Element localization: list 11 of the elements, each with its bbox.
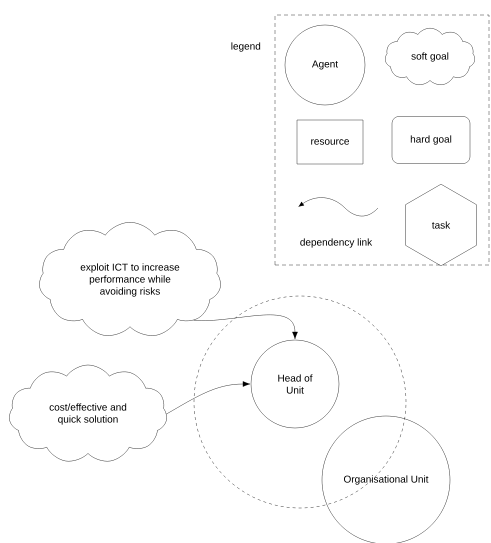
node-label: legend [231,42,260,52]
boundary-circle [194,296,406,508]
hard-goal-box: hard goal [392,116,470,164]
soft-goal-cloud: soft goal [385,28,475,85]
task-hexagon: task [405,184,477,266]
soft-goal-cloud: exploit ICT to increase performance while avoiding risks [39,222,221,336]
resource-box: resource [296,120,364,164]
arrow [193,314,298,340]
arrow [166,381,250,414]
soft-goal-cloud: cost/effective and quick solution [9,364,167,462]
caption-text: dependency link [300,238,372,248]
